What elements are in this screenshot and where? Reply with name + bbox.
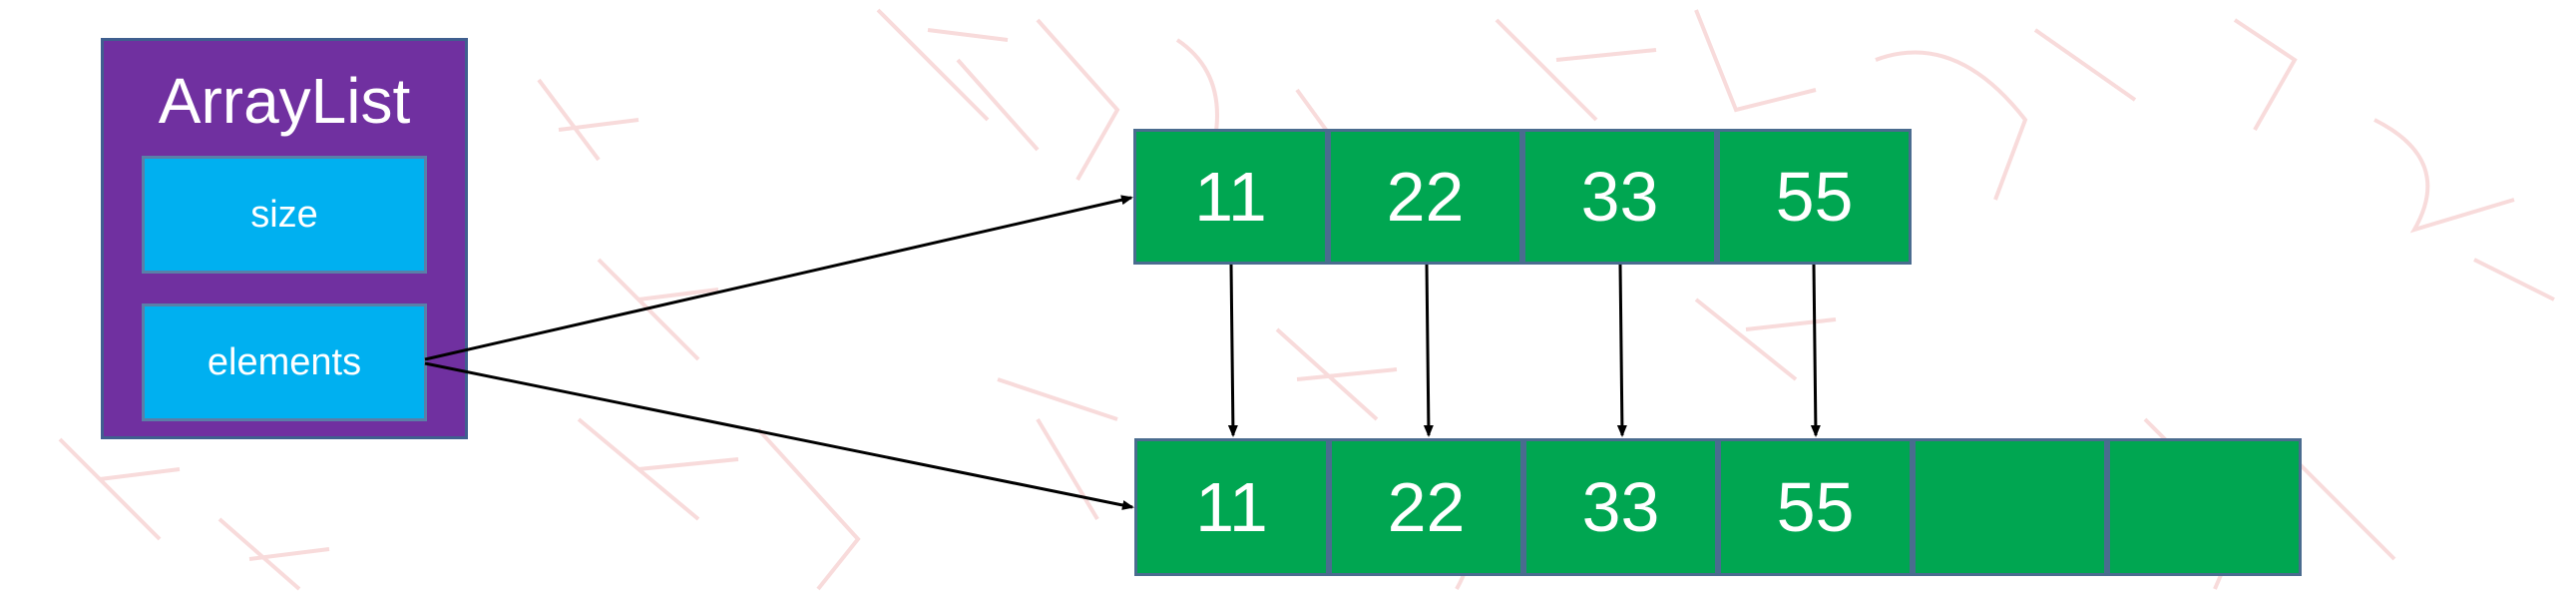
elements-field: elements [142, 303, 427, 421]
copy-arrow [1423, 264, 1434, 437]
copy-arrow [1616, 264, 1627, 437]
old-array-cell: 55 [1717, 129, 1912, 265]
old-array-cell: 33 [1522, 129, 1717, 265]
old-array-cell: 22 [1328, 129, 1522, 265]
arrow-elements-to-old-array [424, 195, 1133, 361]
old-array: 11 22 33 55 [1133, 129, 1912, 265]
copy-arrow [1810, 264, 1821, 437]
new-array-cell: 55 [1718, 438, 1913, 576]
arraylist-title: ArrayList [158, 65, 411, 137]
arraylist-object: ArrayList size elements [101, 38, 468, 439]
size-field: size [142, 156, 427, 274]
new-array-cell-empty [2107, 438, 2302, 576]
new-array-cell-empty [1913, 438, 2107, 576]
arrow-elements-to-new-array [424, 361, 1134, 510]
new-array-cell: 22 [1329, 438, 1523, 576]
new-array-cell: 33 [1523, 438, 1718, 576]
old-array-cell: 11 [1133, 129, 1328, 265]
new-array-cell: 11 [1134, 438, 1329, 576]
copy-arrow [1227, 264, 1238, 437]
new-array: 11 22 33 55 [1134, 438, 2302, 576]
